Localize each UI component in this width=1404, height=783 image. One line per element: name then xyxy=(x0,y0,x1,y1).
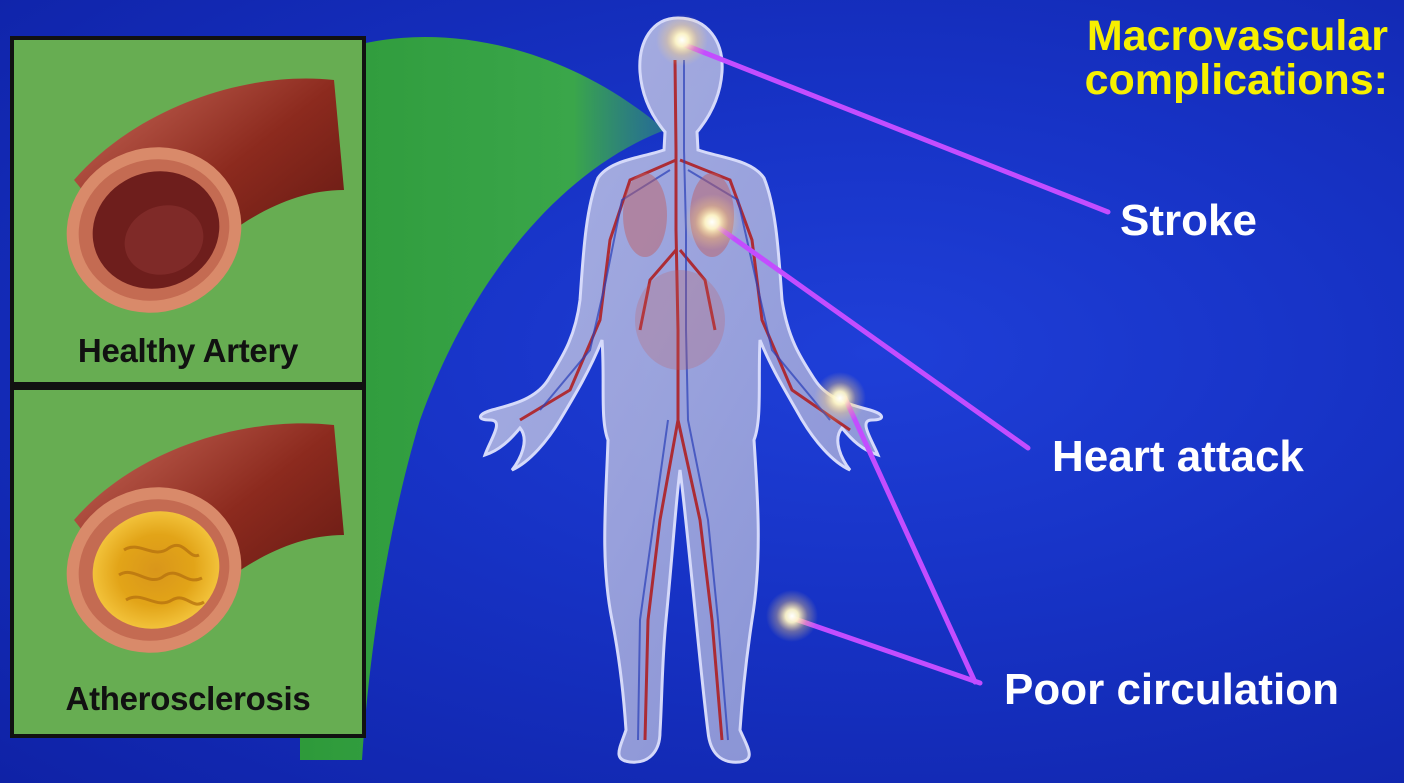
heart-glow-marker xyxy=(684,194,740,250)
atherosclerosis-label: Atherosclerosis xyxy=(14,680,362,718)
stroke-label: Stroke xyxy=(1120,196,1257,246)
hand-glow-marker xyxy=(814,372,866,424)
heart-attack-label: Heart attack xyxy=(1052,432,1304,482)
atherosclerosis-panel: Atherosclerosis xyxy=(10,386,366,738)
healthy-artery-panel: Healthy Artery xyxy=(10,36,366,386)
title-line-2: complications: xyxy=(1085,58,1388,102)
title-line-1: Macrovascular xyxy=(1085,14,1388,58)
circulation-pointer-line-hand xyxy=(845,398,975,682)
head-glow-marker xyxy=(656,14,708,66)
poor-circulation-label: Poor circulation xyxy=(1004,665,1339,715)
slide-title: Macrovascular complications: xyxy=(1085,14,1388,102)
healthy-artery-illustration xyxy=(14,40,362,382)
leg-glow-marker xyxy=(766,590,818,642)
healthy-artery-label: Healthy Artery xyxy=(14,332,362,370)
